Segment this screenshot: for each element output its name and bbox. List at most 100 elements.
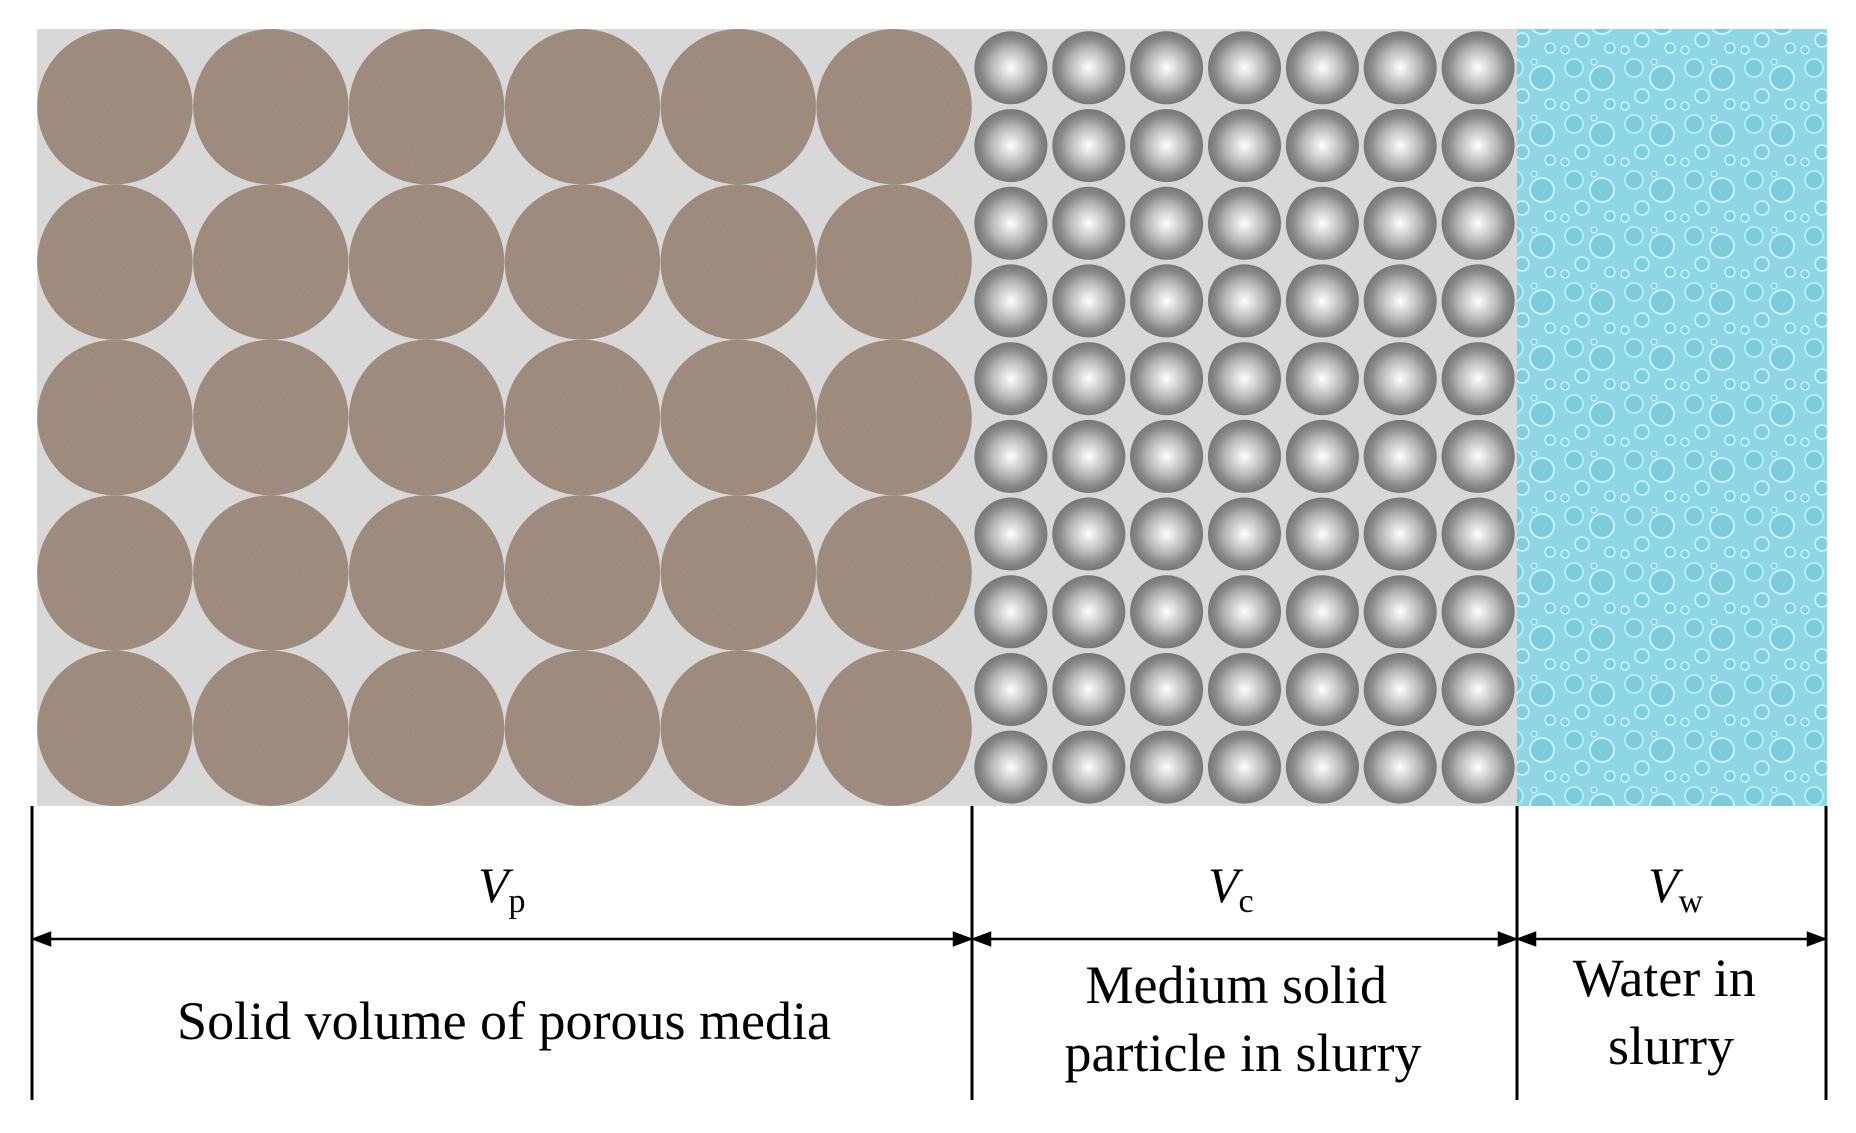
slurry-particle-9-3	[1130, 653, 1204, 726]
porous-particle-4-2	[193, 495, 349, 651]
porous-particle-5-5	[660, 650, 816, 806]
porous-particle-3-3	[348, 339, 505, 496]
porous-particle-5-2	[193, 650, 349, 806]
slurry-particle-2-6	[1363, 109, 1437, 183]
slurry-particle-1-4	[1208, 31, 1281, 105]
description-water-line-1: Water in	[1573, 948, 1756, 1008]
porous-particle-3-5	[660, 339, 816, 496]
arrow-porous	[30, 931, 974, 947]
slurry-particle-3-2	[1052, 186, 1126, 260]
volume-label-porous: Vp	[478, 857, 526, 920]
slurry-particle-2-1	[974, 109, 1048, 183]
dimension-arrows	[30, 931, 1828, 947]
slurry-particle-8-4	[1208, 575, 1281, 649]
porous-particle-3-6	[816, 339, 972, 496]
slurry-particle-3-5	[1285, 186, 1359, 260]
slurry-particle-1-7	[1441, 31, 1515, 105]
slurry-particle-2-5	[1285, 109, 1359, 183]
divider-lines	[30, 806, 1828, 1100]
slurry-particle-9-4	[1208, 653, 1281, 726]
porous-particle-3-2	[193, 339, 349, 496]
slurry-particle-7-5	[1285, 497, 1359, 571]
porous-particle-2-1	[37, 184, 193, 340]
description-porous: Solid volume of porous media	[177, 991, 831, 1051]
slurry-particle-8-5	[1285, 575, 1359, 649]
arrow-water	[1515, 931, 1828, 947]
slurry-particle-6-7	[1441, 419, 1515, 493]
slurry-particle-7-6	[1363, 497, 1437, 571]
porous-particle-2-4	[504, 184, 661, 340]
volume-label-particle: Vc	[1208, 857, 1254, 920]
slurry-particle-2-2	[1052, 109, 1126, 183]
slurry-particle-4-1	[974, 264, 1048, 338]
slurry-particle-8-3	[1130, 575, 1204, 649]
slurry-particle-4-4	[1208, 264, 1281, 338]
porous-particle-1-5	[660, 29, 816, 185]
porous-particle-4-3	[348, 495, 505, 651]
porous-particle-4-4	[504, 495, 661, 651]
slurry-particle-9-2	[1052, 653, 1126, 726]
porous-particle-2-5	[660, 184, 816, 340]
slurry-particle-3-3	[1130, 186, 1204, 260]
slurry-particle-7-1	[974, 497, 1048, 571]
volume-label-water: Vw	[1648, 857, 1704, 920]
slurry-particle-1-3	[1130, 31, 1204, 105]
slurry-particle-10-3	[1130, 730, 1204, 804]
slurry-particle-10-1	[974, 730, 1048, 804]
slurry-particle-4-2	[1052, 264, 1126, 338]
slurry-particle-2-7	[1441, 109, 1515, 183]
slurry-particle-6-2	[1052, 419, 1126, 493]
porous-particle-1-1	[37, 29, 193, 185]
porous-particle-3-1	[37, 339, 193, 496]
slurry-particle-7-2	[1052, 497, 1126, 571]
porous-particle-5-1	[37, 650, 193, 806]
slurry-particle-7-4	[1208, 497, 1281, 571]
porous-particle-5-6	[816, 650, 972, 806]
slurry-particle-5-3	[1130, 342, 1204, 416]
slurry-particle-5-7	[1441, 342, 1515, 416]
slurry-particle-5-2	[1052, 342, 1126, 416]
slurry-particle-1-5	[1285, 31, 1359, 105]
slurry-particle-10-5	[1285, 730, 1359, 804]
slurry-particle-5-5	[1285, 342, 1359, 416]
description-particle-line-2: particle in slurry	[1065, 1023, 1422, 1083]
slurry-solid-particles	[974, 31, 1515, 804]
slurry-particle-6-4	[1208, 419, 1281, 493]
porous-particle-3-4	[504, 339, 661, 496]
slurry-particle-9-6	[1363, 653, 1437, 726]
porous-media-particles	[37, 29, 972, 806]
slurry-particle-8-2	[1052, 575, 1126, 649]
slurry-particle-4-6	[1363, 264, 1437, 338]
arrow-particle	[970, 931, 1519, 947]
porous-particle-5-3	[348, 650, 505, 806]
slurry-particle-3-1	[974, 186, 1048, 260]
slurry-particle-1-6	[1363, 31, 1437, 105]
slurry-particle-8-7	[1441, 575, 1515, 649]
slurry-particle-2-4	[1208, 109, 1281, 183]
slurry-particle-9-5	[1285, 653, 1359, 726]
porous-particle-5-4	[504, 650, 661, 806]
slurry-particle-9-7	[1441, 653, 1515, 726]
porous-particle-1-4	[504, 29, 661, 185]
slurry-particle-2-3	[1130, 109, 1204, 183]
slurry-particle-9-1	[974, 653, 1048, 726]
slurry-particle-7-7	[1441, 497, 1515, 571]
slurry-particle-6-1	[974, 419, 1048, 493]
slurry-particle-6-6	[1363, 419, 1437, 493]
slurry-particle-5-4	[1208, 342, 1281, 416]
slurry-particle-3-7	[1441, 186, 1515, 260]
porous-particle-1-3	[348, 29, 505, 185]
slurry-particle-3-4	[1208, 186, 1281, 260]
slurry-particle-5-1	[974, 342, 1048, 416]
slurry-particle-3-6	[1363, 186, 1437, 260]
water-region	[1517, 29, 1827, 806]
slurry-particle-6-3	[1130, 419, 1204, 493]
slurry-particle-10-6	[1363, 730, 1437, 804]
slurry-particle-4-5	[1285, 264, 1359, 338]
slurry-particle-4-3	[1130, 264, 1204, 338]
slurry-particle-5-6	[1363, 342, 1437, 416]
porous-particle-1-6	[816, 29, 972, 185]
description-water-line-2: slurry	[1608, 1016, 1734, 1076]
porous-particle-2-6	[816, 184, 972, 340]
